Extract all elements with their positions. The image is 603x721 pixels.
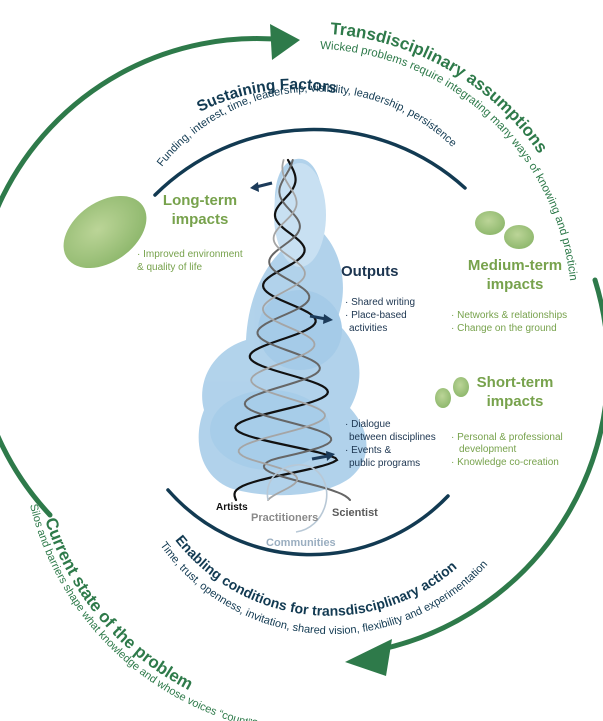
long-term-title-1: Long-term	[163, 192, 237, 209]
medium-term-blob-2	[504, 225, 534, 249]
outputs-dialogue: · Dialogue	[345, 419, 391, 430]
outer-arc-right	[375, 277, 603, 653]
short-term-item-2: · Knowledge co-creation	[451, 457, 559, 468]
outer-arrowhead-bottom	[345, 639, 392, 676]
scientist-strand	[243, 159, 351, 501]
outputs-place-based: · Place-based	[345, 310, 407, 321]
strand-label-communities: Communities	[266, 537, 336, 549]
enabling-arc	[166, 488, 450, 557]
outer-arc-left	[0, 36, 288, 518]
medium-term-item-1: · Networks & relationships	[451, 310, 567, 321]
strand-label-scientist: Scientist	[332, 507, 378, 519]
long-term-item-1: · Improved environment	[137, 249, 243, 260]
practitioners-strand	[237, 159, 326, 501]
short-term-blob-1	[435, 388, 451, 408]
arrow-to-long-term	[255, 181, 273, 189]
long-term-title-2: impacts	[172, 211, 229, 228]
outer-cycle	[0, 24, 603, 676]
arrow-to-outputs-2	[311, 454, 329, 461]
medium-term-item-2: · Change on the ground	[451, 323, 557, 334]
short-term-title-2: impacts	[487, 393, 544, 410]
long-term-blob	[63, 195, 147, 269]
arrow-to-outputs-1	[309, 314, 327, 321]
short-term-blob-2	[453, 377, 469, 397]
arrow-head-long-term	[250, 182, 259, 192]
outputs-activities: activities	[349, 323, 387, 334]
outputs-title: Outputs	[341, 263, 399, 280]
outputs-between-disciplines: between disciplines	[349, 432, 436, 443]
outputs-public-programs: public programs	[349, 458, 420, 469]
strand-label-artists: Artists	[216, 502, 248, 513]
arrow-head-outputs-2	[326, 451, 335, 461]
output-arrows	[250, 181, 335, 461]
sustaining-arc	[153, 127, 467, 197]
outputs-events: · Events &	[345, 445, 391, 456]
long-term-item-2: & quality of life	[137, 262, 202, 273]
green-blobs	[63, 195, 534, 408]
strand-label-practitioners: Practitioners	[251, 512, 318, 524]
medium-term-title-2: impacts	[487, 276, 544, 293]
blue-wash	[198, 158, 367, 496]
medium-term-title-1: Medium-term	[468, 257, 562, 274]
outputs-shared-writing: · Shared writing	[345, 297, 415, 308]
sustaining-text: Funding, interest, time, leadership, vis…	[155, 83, 459, 169]
communities-strand	[266, 464, 328, 533]
arrow-head-outputs-1	[323, 314, 333, 324]
outer-arrowhead-top	[270, 24, 300, 60]
medium-term-blob-1	[475, 211, 505, 235]
short-term-item-1a: · Personal & professional	[451, 432, 563, 443]
short-term-title-1: Short-term	[477, 374, 554, 391]
short-term-item-1b: development	[459, 444, 516, 455]
braided-strands	[233, 158, 351, 533]
artists-strand	[233, 158, 339, 502]
